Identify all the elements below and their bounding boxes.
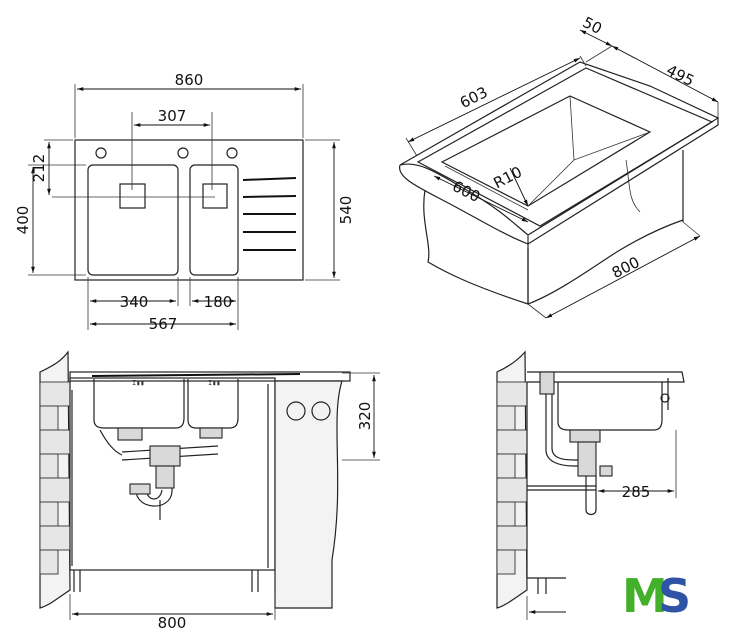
dim-front-800-label: 800 bbox=[158, 614, 187, 632]
appliance-knob-icon bbox=[311, 401, 331, 421]
appliance-knob-icon bbox=[286, 401, 306, 421]
dim-340-label: 340 bbox=[120, 293, 149, 311]
front-section-view: I▮▮ I▮▮ 320 800 bbox=[39, 350, 380, 632]
logo-letter-s: S bbox=[658, 569, 691, 623]
tap-hole-icon bbox=[177, 147, 189, 159]
drainer-grooves bbox=[242, 177, 297, 251]
large-bowl-drain bbox=[119, 183, 146, 209]
top-view: 860 307 212 400 540 340 180 567 bbox=[14, 71, 355, 333]
tap-hole-icon bbox=[95, 147, 107, 159]
large-bowl bbox=[87, 164, 179, 276]
dim-iso-50-label: 50 bbox=[580, 13, 605, 38]
dim-iso-600-label: 600 bbox=[449, 177, 483, 206]
dim-307-label: 307 bbox=[158, 107, 187, 125]
dim-iso-603-label: 603 bbox=[457, 83, 491, 112]
dim-iso-495-label: 495 bbox=[663, 61, 697, 90]
small-bowl-drain bbox=[202, 183, 228, 209]
sink-rim bbox=[416, 67, 714, 227]
dim-front-320-label: 320 bbox=[356, 402, 374, 431]
side-section-view: 285 bbox=[496, 350, 685, 620]
front-worktop bbox=[69, 371, 351, 382]
dim-side-285-label: 285 bbox=[622, 483, 651, 501]
side-brick-wall bbox=[496, 381, 528, 575]
logo-letter-m: M bbox=[622, 569, 668, 623]
overflow-slot-icon: I▮▮ bbox=[132, 379, 145, 387]
tap-hole-icon bbox=[226, 147, 238, 159]
ms-logo: M S bbox=[622, 569, 691, 623]
isometric-view: 50 495 603 R10 600 800 bbox=[399, 13, 720, 319]
cabinet-side bbox=[527, 219, 684, 305]
dim-180-label: 180 bbox=[204, 293, 233, 311]
dim-860-label: 860 bbox=[175, 71, 204, 89]
dim-540-label: 540 bbox=[337, 196, 355, 225]
brick-wall bbox=[39, 381, 71, 575]
side-bowl bbox=[557, 382, 663, 431]
siphon-plumbing bbox=[99, 427, 223, 520]
worktop bbox=[399, 61, 720, 236]
dim-400-label: 400 bbox=[14, 206, 32, 235]
dim-567-label: 567 bbox=[149, 315, 178, 333]
cabinet-front bbox=[423, 189, 529, 305]
dim-iso-800-label: 800 bbox=[609, 253, 643, 282]
small-bowl bbox=[189, 164, 239, 276]
sink-top-outline bbox=[74, 139, 304, 281]
overflow-slot-icon: I▮▮ bbox=[208, 379, 221, 387]
